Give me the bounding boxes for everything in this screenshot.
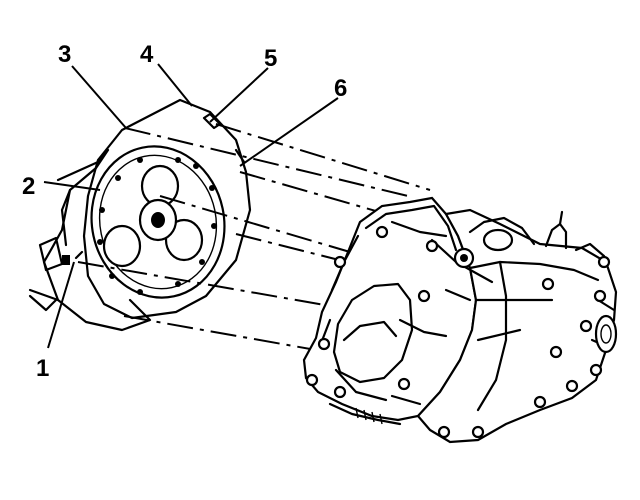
flywheel (90, 145, 226, 299)
engine-block (28, 148, 152, 332)
callout-label-3: 3 (58, 41, 71, 68)
leader-1 (47, 261, 75, 349)
callout-labels: 1 2 3 4 5 6 (22, 41, 347, 382)
flywheel-housing (82, 98, 252, 320)
leader-5 (209, 67, 269, 123)
callout-label-6: 6 (334, 75, 347, 102)
callout-label-5: 5 (264, 45, 277, 72)
callout-leaders (43, 63, 339, 349)
leader-2 (43, 181, 101, 191)
callout-label-2: 2 (22, 173, 35, 200)
leader-6 (239, 97, 339, 167)
callout-label-4: 4 (140, 41, 154, 68)
leader-3 (71, 65, 127, 129)
leader-4 (157, 63, 193, 107)
dowel-pins (74, 112, 246, 260)
callout-label-1: 1 (36, 355, 49, 382)
transaxle (302, 196, 618, 444)
